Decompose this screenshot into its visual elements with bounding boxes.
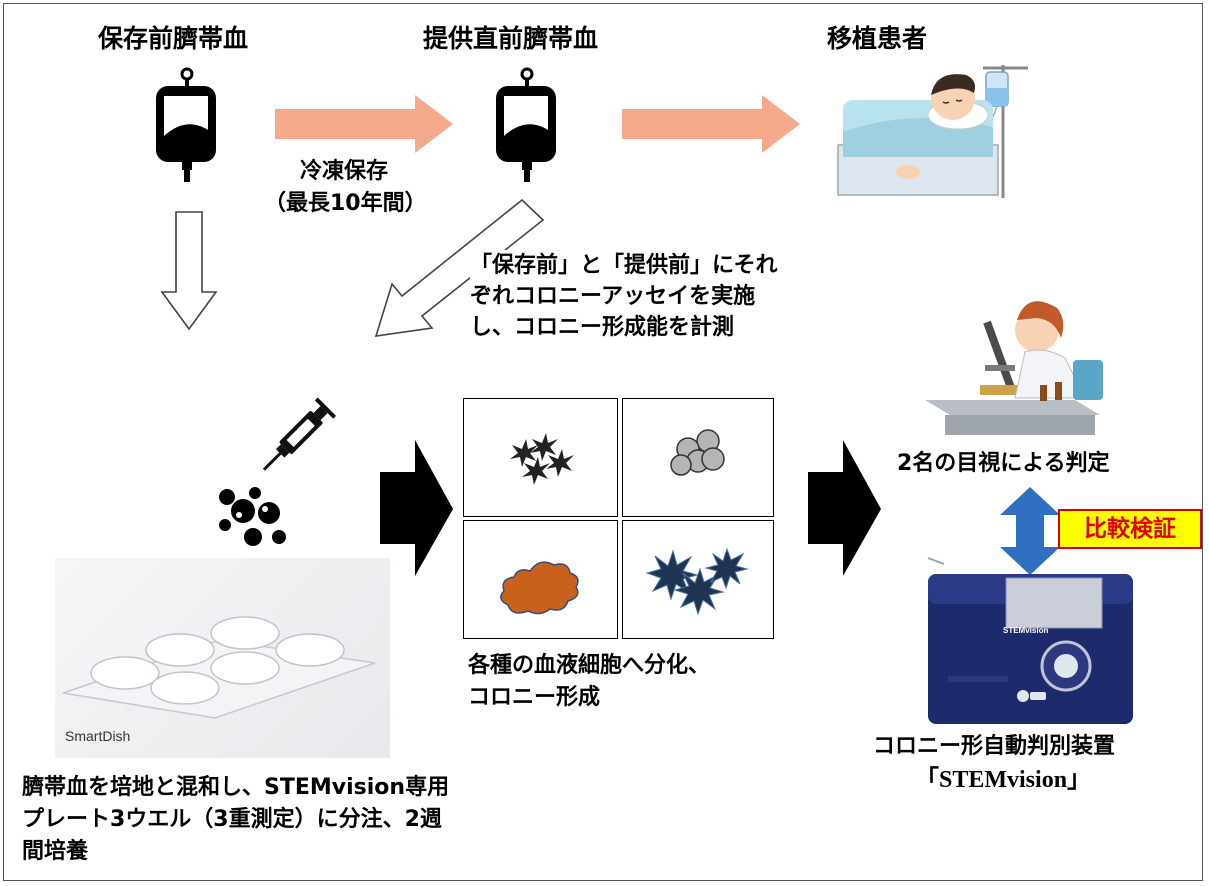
device-panel-text: STEMvision	[1003, 626, 1049, 635]
blood-bag-icon	[496, 67, 556, 182]
arrow-down-hollow	[160, 211, 218, 331]
syringe-icon	[262, 397, 337, 471]
assay-note-line: ぞれコロニーアッセイを実施	[470, 284, 756, 310]
differentiation-note: 各種の血液細胞へ分化、 コロニー形成	[468, 650, 710, 714]
colony-panel-dark-star	[463, 398, 618, 517]
label-cord-blood-before-storage: 保存前臍帯血	[98, 24, 249, 53]
mixing-note-line: 間培養	[22, 838, 89, 864]
mixing-note-line: プレート3ウエル（3重測定）に分注、2週	[22, 806, 442, 832]
label-storage-period: （最長10年間）	[264, 191, 427, 216]
double-arrow-comparison	[1000, 487, 1060, 575]
arrow-right-transplant	[622, 95, 800, 153]
colony-panel-navy-star	[622, 520, 774, 639]
mixing-note: 臍帯血を培地と混和し、STEMvision専用 プレート3ウエル（3重測定）に分…	[22, 772, 449, 868]
differentiation-note-line: コロニー形成	[468, 684, 601, 710]
differentiation-note-line: 各種の血液細胞へ分化、	[468, 653, 711, 678]
arrow-right-storage	[275, 95, 453, 153]
arrow-right-solid	[808, 440, 881, 576]
patient-in-bed-icon	[837, 65, 1028, 198]
assay-note-line: 「保存前」と「提供前」にそれ	[470, 253, 778, 278]
mixing-note-line: 臍帯血を培地と混和し、STEMvision専用	[22, 775, 450, 800]
assay-note-line: し、コロニー形成能を計測	[470, 315, 735, 341]
label-frozen-storage: 冷凍保存	[300, 159, 389, 184]
label-transplant-patient: 移植患者	[827, 24, 928, 53]
arrow-right-solid	[380, 440, 453, 576]
diagram-frame	[3, 3, 1203, 881]
colony-panel-orange	[463, 520, 618, 639]
blood-bag-icon	[156, 67, 216, 182]
droplets-icon	[219, 487, 286, 546]
colony-panel-grey-cluster	[622, 398, 774, 517]
comparison-badge: 比較検証	[1058, 509, 1202, 549]
label-cord-blood-before-supply: 提供直前臍帯血	[423, 24, 599, 53]
label-visual-judgement: 2名の目視による判定	[897, 451, 1110, 476]
smartdish-plate-photo: SmartDish	[55, 558, 390, 758]
label-device-name: コロニー形自動判別装置	[873, 734, 1116, 759]
microscope-scientist-icon	[925, 301, 1103, 435]
plate-brand-label: SmartDish	[65, 728, 131, 744]
label-device-brand: 「STEMvision」	[915, 767, 1092, 793]
stemvision-device-image	[927, 557, 1133, 724]
arrow-diagonal-hollow	[374, 198, 545, 337]
assay-note-callout: 「保存前」と「提供前」にそれ ぞれコロニーアッセイを実施 し、コロニー形成能を計…	[470, 250, 855, 360]
